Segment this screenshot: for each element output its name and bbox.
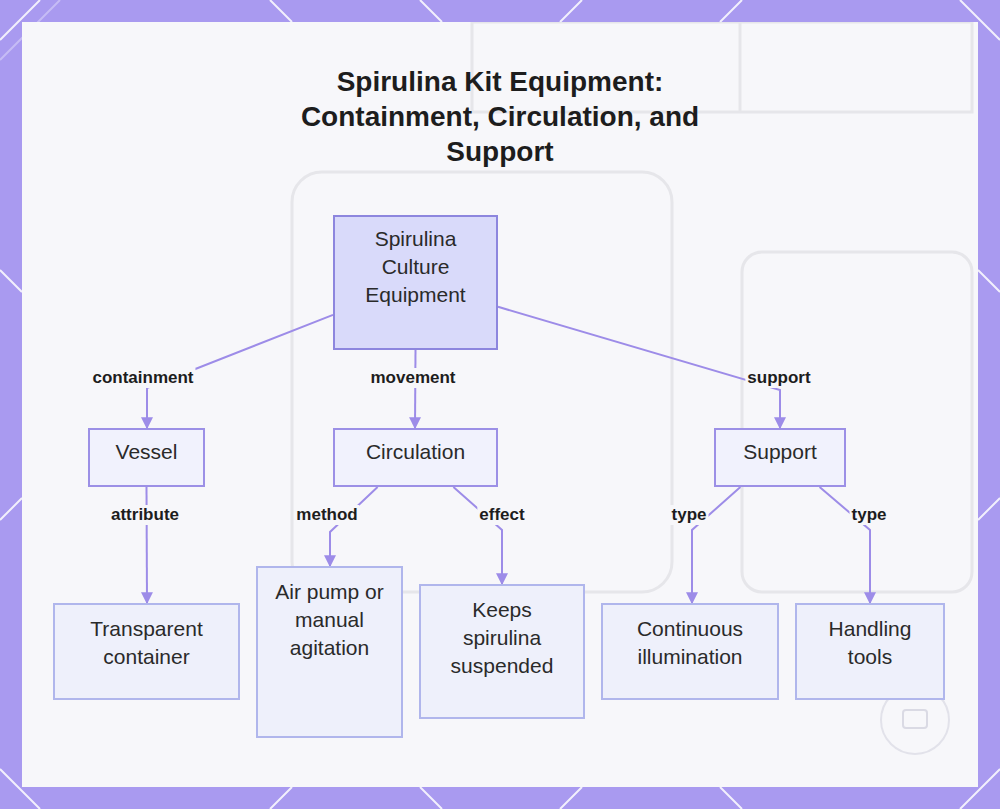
edge-label: effect bbox=[477, 505, 526, 525]
edge-label: containment bbox=[90, 368, 195, 388]
category-box: Circulation bbox=[333, 428, 498, 487]
node-text: Air pump or manual agitation bbox=[268, 578, 391, 662]
node-text: Continuous illumination bbox=[613, 615, 767, 671]
root-box: Spirulina Culture Equipment bbox=[333, 215, 498, 350]
node-text: Support bbox=[726, 438, 834, 466]
node-text: Transparent container bbox=[65, 615, 228, 671]
edge-label: type bbox=[850, 505, 889, 525]
node-text: Spirulina Culture Equipment bbox=[345, 225, 486, 309]
detail-box: Air pump or manual agitation bbox=[256, 566, 403, 738]
detail-box: Keeps spirulina suspended bbox=[419, 584, 585, 719]
connector bbox=[330, 487, 378, 566]
category-box: Support bbox=[714, 428, 846, 487]
detail-box: Continuous illumination bbox=[601, 603, 779, 700]
edge-label: method bbox=[294, 505, 359, 525]
node-text: Vessel bbox=[100, 438, 193, 466]
edge-label: attribute bbox=[109, 505, 181, 525]
category-box: Vessel bbox=[88, 428, 205, 487]
diagram-title: Spirulina Kit Equipment: Containment, Ci… bbox=[250, 64, 750, 169]
edge-label: support bbox=[745, 368, 812, 388]
edge-label: movement bbox=[368, 368, 457, 388]
detail-box: Transparent container bbox=[53, 603, 240, 700]
edge-label: type bbox=[670, 505, 709, 525]
connector bbox=[453, 487, 502, 584]
node-text: Circulation bbox=[345, 438, 486, 466]
connector bbox=[498, 307, 780, 428]
connector bbox=[414, 350, 417, 428]
detail-box: Handling tools bbox=[795, 603, 945, 700]
node-text: Keeps spirulina suspended bbox=[431, 596, 573, 680]
node-text: Handling tools bbox=[807, 615, 933, 671]
